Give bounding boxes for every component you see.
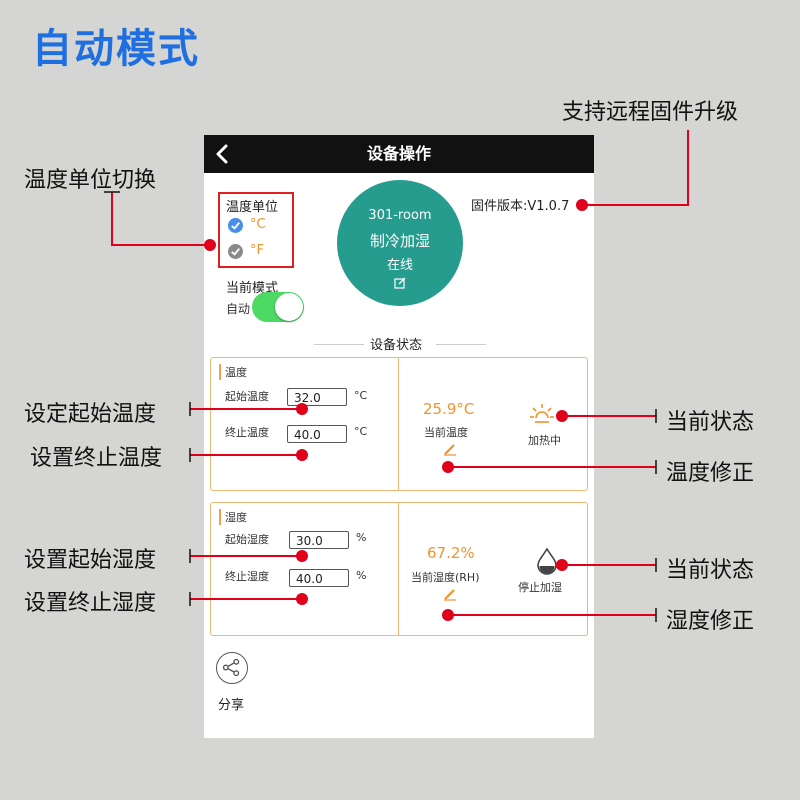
- current-humidity-value: 67.2%: [427, 544, 475, 562]
- end-temp-input[interactable]: 40.0: [287, 425, 347, 443]
- temp-correction-callout: 温度修正: [666, 461, 755, 486]
- unit-callout-line: [111, 192, 210, 246]
- panel-accent: [219, 509, 221, 525]
- end-temp-label: 终止温度: [225, 426, 269, 439]
- device-mode: 制冷加湿: [369, 232, 430, 250]
- set-end-temp-callout: 设置终止温度: [30, 446, 163, 471]
- device-name: 301-room: [368, 208, 432, 223]
- panel-divider: [398, 503, 399, 635]
- temp-status: 加热中: [528, 434, 561, 447]
- back-arrow-icon[interactable]: [212, 143, 234, 165]
- device-online: 在线: [386, 258, 413, 273]
- start-temp-label: 起始温度: [225, 390, 269, 403]
- current-status-temp-callout: 当前状态: [666, 410, 755, 435]
- auto-mode-toggle[interactable]: [252, 292, 304, 322]
- temp-unit-switch-callout: 温度单位切换: [24, 168, 157, 193]
- sun-icon: [530, 404, 554, 423]
- current-temp-label: 当前温度: [424, 426, 468, 439]
- temp-unit: °C: [354, 389, 368, 402]
- share-label: 分享: [218, 698, 245, 713]
- nav-bar: 设备操作: [204, 135, 594, 173]
- section-title: 设备状态: [370, 338, 423, 353]
- divider: [314, 344, 364, 345]
- humidity-title: 湿度: [225, 511, 247, 524]
- page-title: 自动模式: [32, 26, 200, 72]
- current-mode-value: 自动: [226, 302, 251, 316]
- current-status-humidity-callout: 当前状态: [666, 558, 755, 583]
- water-drop-icon: [537, 547, 557, 575]
- humidity-panel: 湿度 起始湿度 30.0 % 终止湿度 40.0 % 67.2% 当前湿度(RH…: [210, 502, 588, 636]
- divider: [436, 344, 486, 345]
- start-humidity-input[interactable]: 30.0: [289, 531, 349, 549]
- current-humidity-label: 当前湿度(RH): [411, 571, 480, 584]
- temperature-title: 温度: [225, 366, 247, 379]
- device-status-circle[interactable]: 301-room 制冷加湿 在线: [337, 180, 463, 306]
- temp-unit-selector: 温度单位 °C °F: [218, 192, 294, 268]
- temp-unit-celsius[interactable]: °C: [250, 217, 266, 232]
- set-start-temp-callout: 设定起始温度: [24, 402, 157, 427]
- share-icon: [222, 658, 240, 677]
- humidity-unit: %: [356, 531, 367, 544]
- start-temp-input[interactable]: 32.0: [287, 388, 347, 406]
- edit-icon[interactable]: [394, 277, 406, 289]
- phone-screen: 设备操作 温度单位 °C °F 301-room 制冷加湿 在线 固件版本:V1…: [204, 135, 594, 738]
- temp-unit-label: 温度单位: [226, 200, 279, 215]
- humidity-correction-callout: 湿度修正: [666, 609, 755, 634]
- firmware-version[interactable]: 固件版本:V1.0.7: [471, 199, 570, 214]
- share-button[interactable]: [216, 652, 248, 684]
- temp-unit-fahrenheit[interactable]: °F: [250, 243, 264, 258]
- check-circle-icon[interactable]: [228, 218, 243, 233]
- toggle-knob: [275, 293, 303, 321]
- edit-icon[interactable]: [443, 587, 457, 601]
- firmware-upgrade-callout: 支持远程固件升级: [562, 100, 739, 125]
- set-end-humidity-callout: 设置终止湿度: [24, 591, 157, 616]
- edit-icon[interactable]: [443, 442, 457, 456]
- firmware-callout-line: [582, 130, 689, 206]
- nav-title: 设备操作: [366, 144, 431, 163]
- set-start-humidity-callout: 设置起始湿度: [24, 548, 157, 573]
- end-humidity-input[interactable]: 40.0: [289, 569, 349, 587]
- humidity-unit: %: [356, 569, 367, 582]
- temperature-panel: 温度 起始温度 32.0 °C 终止温度 40.0 °C 25.9°C 当前温度…: [210, 357, 588, 491]
- temp-unit: °C: [354, 425, 368, 438]
- current-temp-value: 25.9°C: [423, 400, 475, 418]
- panel-accent: [219, 364, 221, 380]
- start-humidity-label: 起始湿度: [225, 533, 269, 546]
- panel-divider: [398, 358, 399, 490]
- humidity-status: 停止加湿: [518, 581, 562, 594]
- end-humidity-label: 终止湿度: [225, 570, 269, 583]
- check-circle-icon[interactable]: [228, 244, 243, 259]
